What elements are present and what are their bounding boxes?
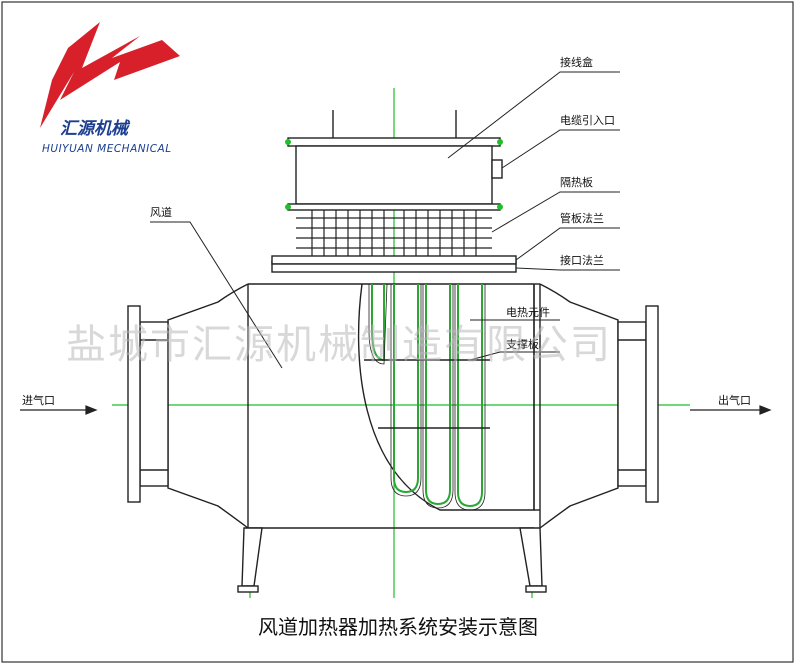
leader-insulation-board — [491, 191, 620, 233]
label-tube-flange: 管板法兰 — [560, 211, 604, 225]
label-air-duct: 风道 — [150, 205, 172, 219]
heating-elements — [371, 284, 483, 508]
u-tube-2 — [393, 284, 419, 494]
support-plates — [364, 359, 490, 429]
flanges — [271, 255, 517, 273]
logo-mark — [40, 22, 180, 128]
box-base-flange — [287, 203, 501, 211]
diagram-caption: 风道加热器加热系统安装示意图 — [258, 615, 538, 639]
company-logo: 汇源机械 HUIYUAN MECHANICAL — [40, 22, 180, 155]
leg-right — [519, 527, 543, 587]
support-legs — [237, 527, 547, 593]
leader-support-plate — [469, 351, 560, 361]
label-air-outlet: 出气口 — [718, 393, 751, 407]
outlet-arrow-head — [759, 405, 772, 415]
leg-left — [241, 527, 263, 587]
u-tube-4 — [457, 284, 483, 508]
airflow-arrows — [20, 405, 772, 415]
box-body — [295, 145, 493, 205]
foot-left — [237, 585, 259, 593]
leader-junction-box — [447, 71, 620, 159]
leader-interface-flange — [515, 267, 620, 271]
junction-box — [287, 110, 503, 211]
insulation-board — [296, 210, 492, 256]
tube-sheet-flange — [271, 255, 517, 265]
leader-tube-flange — [515, 227, 620, 261]
u-tube-3 — [425, 284, 451, 506]
leader-lines — [150, 71, 620, 369]
foot-right — [525, 585, 547, 593]
label-air-inlet: 进气口 — [22, 393, 55, 407]
inlet-arrow-head — [85, 405, 98, 415]
label-interface-flange: 接口法兰 — [560, 253, 604, 267]
label-cable-inlet: 电缆引入口 — [560, 113, 615, 127]
heating-element-outlines — [368, 283, 486, 511]
cable-gland — [491, 159, 503, 179]
label-heating-element: 电热元件 — [506, 306, 550, 319]
brand-name-cn: 汇源机械 — [60, 119, 131, 139]
watermark-text: 盐城市汇源机械制造有限公司 — [66, 322, 612, 368]
label-insulation-board: 隔热板 — [560, 175, 593, 189]
brand-name-en: HUIYUAN MECHANICAL — [42, 143, 172, 155]
label-support-plate: 支撑板 — [506, 337, 539, 351]
label-junction-box: 接线盒 — [560, 55, 593, 69]
leader-air-duct — [150, 221, 283, 369]
interface-flange — [271, 263, 517, 273]
leader-cable-inlet — [501, 129, 620, 169]
air-duct — [127, 283, 659, 529]
